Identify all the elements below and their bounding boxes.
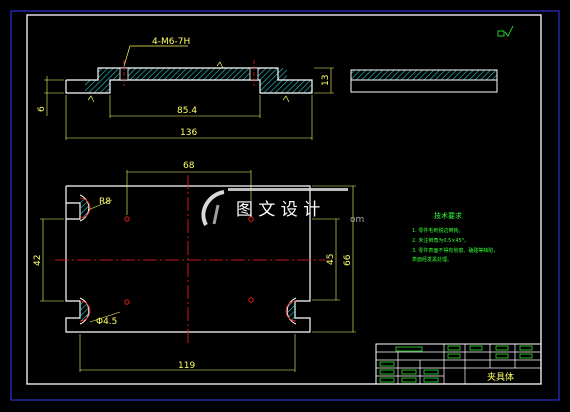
dim-13: 13 <box>321 75 331 86</box>
dim-136: 136 <box>180 128 197 138</box>
callout-text: 4-M6-7H <box>152 37 190 47</box>
watermark-suffix: om <box>350 215 364 225</box>
watermark-logo-icon <box>201 188 348 226</box>
tech-item-2: 2. 未注倒角为0.5×45°。 <box>412 237 469 244</box>
dim-68: 68 <box>183 161 195 171</box>
dim-phi-4-5: Φ4.5 <box>96 317 117 327</box>
callout-leader <box>123 45 188 67</box>
part-name: 夹具体 <box>487 371 514 383</box>
sheet-border <box>10 10 560 401</box>
tech-item-3: 3. 零件表面不得有划痕、磕碰等缺陷， <box>412 247 498 254</box>
watermark: 图 文 设 计 om <box>201 188 364 226</box>
hole-1 <box>124 216 130 222</box>
tech-item-4: 表面经发黑处理。 <box>412 256 452 263</box>
front-outline <box>65 67 313 94</box>
top-view: 68 R8 42 45 66 Φ4.5 119 <box>33 161 356 372</box>
dim-45: 45 <box>326 254 336 265</box>
hole-3 <box>248 297 254 303</box>
tech-requirements: 技术要求 1. 零件毛刺锐边倒钝。 2. 未注倒角为0.5×45°。 3. 零件… <box>412 211 498 263</box>
hole-4 <box>248 216 254 222</box>
watermark-text: 图 文 设 计 <box>236 200 320 220</box>
dim-r8: R8 <box>99 197 111 207</box>
dim-66: 66 <box>343 254 353 266</box>
hole-2 <box>124 299 130 305</box>
tech-title: 技术要求 <box>434 211 462 220</box>
dim-42: 42 <box>33 255 43 266</box>
front-view: 4-M6-7H 85.4 136 6 13 <box>37 37 334 140</box>
title-block <box>375 343 542 385</box>
dim-85-4: 85.4 <box>177 106 197 116</box>
drawing-frame <box>26 14 542 385</box>
tech-item-1: 1. 零件毛刺锐边倒钝。 <box>412 227 463 234</box>
dim-6: 6 <box>37 106 47 112</box>
dim-119: 119 <box>178 361 195 371</box>
surface-finish-icon <box>497 25 514 37</box>
side-view <box>350 69 498 93</box>
